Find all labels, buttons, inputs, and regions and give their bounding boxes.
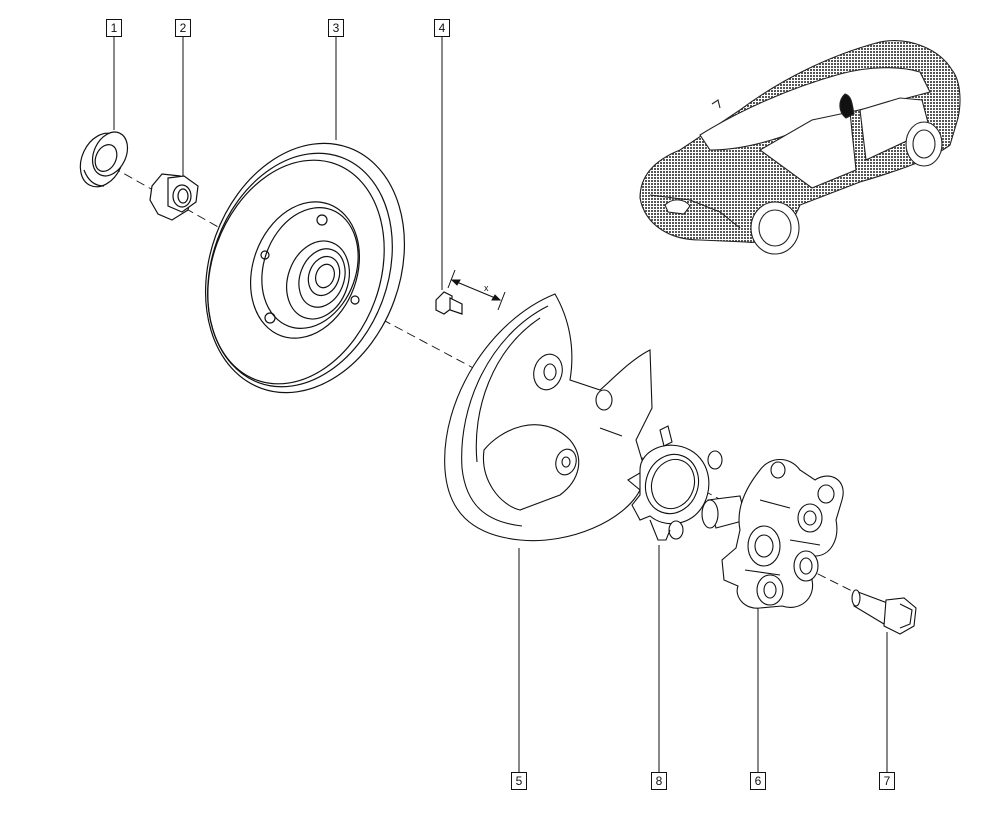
dust-shield-part: [444, 293, 653, 542]
sensor-ring-part: [631, 425, 723, 541]
vehicle-locator-illustration: [639, 40, 961, 255]
dimension-x-label: x: [484, 283, 489, 293]
leader-lines: [113, 37, 888, 772]
stub-axle-bolt-part: [851, 589, 917, 635]
hub-nut-part: [149, 173, 199, 221]
callout-2[interactable]: 2: [175, 19, 191, 37]
brake-disc-part: [204, 142, 406, 394]
callout-7[interactable]: 7: [879, 772, 895, 790]
callout-5[interactable]: 5: [511, 772, 527, 790]
callout-4[interactable]: 4: [434, 19, 450, 37]
callout-3[interactable]: 3: [328, 19, 344, 37]
callout-8[interactable]: 8: [651, 772, 667, 790]
dust-shield-bolt-part: [435, 291, 463, 315]
stub-axle-carrier-part: [701, 458, 844, 609]
callout-6[interactable]: 6: [750, 772, 766, 790]
bearing-retaining-ring-part: [79, 131, 129, 188]
dimension-x: x: [447, 269, 506, 311]
callout-1[interactable]: 1: [106, 19, 122, 37]
